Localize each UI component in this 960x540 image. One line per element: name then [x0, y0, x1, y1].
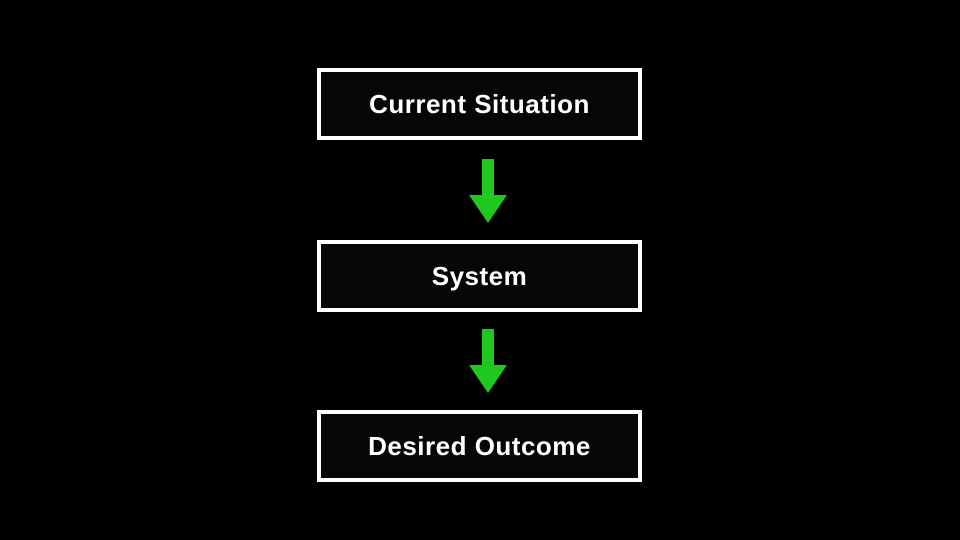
- node-desired-outcome-label: Desired Outcome: [368, 430, 591, 461]
- node-system: System: [317, 240, 642, 312]
- node-desired-outcome: Desired Outcome: [317, 410, 642, 482]
- node-current-situation-label: Current Situation: [369, 88, 590, 119]
- down-arrow-icon: [469, 159, 507, 223]
- node-system-label: System: [431, 260, 528, 291]
- node-current-situation: Current Situation: [317, 68, 642, 140]
- down-arrow-icon: [469, 329, 507, 393]
